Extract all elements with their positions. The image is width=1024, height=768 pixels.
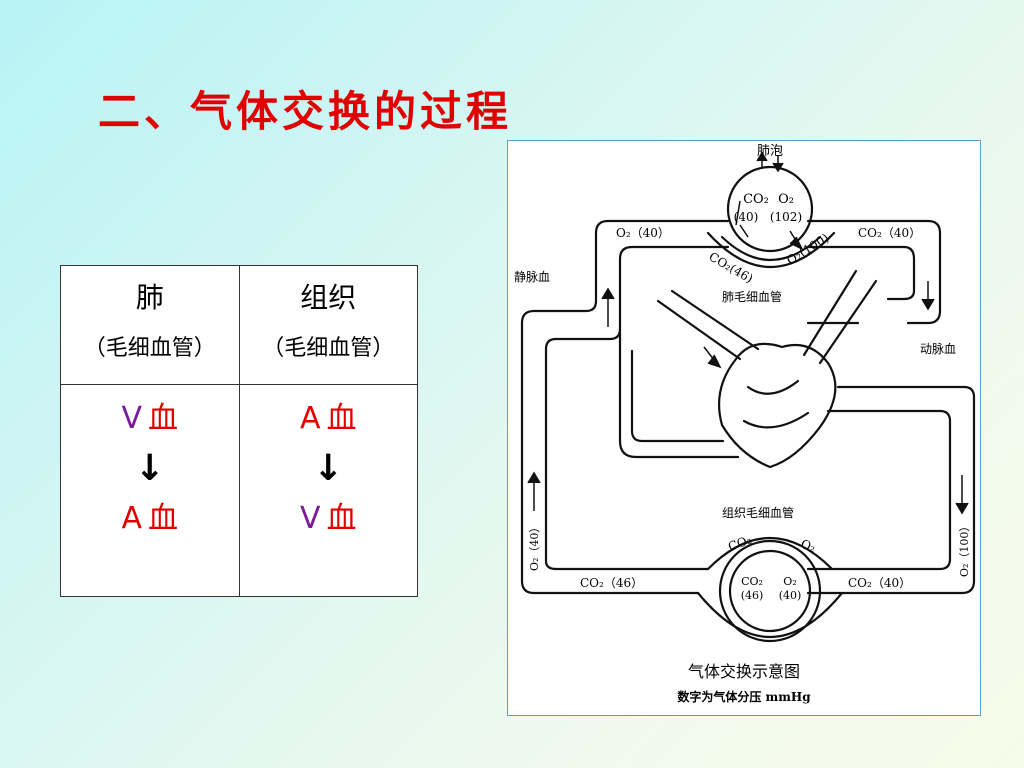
outer-vessel-outline [606,219,942,325]
lung-header: 肺 [135,281,164,314]
tissue-co2-num: (46) [741,589,764,602]
heart-inner-curve [742,379,810,429]
alveolus-o2: O₂ [778,192,794,207]
lung-to-word: 血 [148,501,179,536]
alveolus-arc-inner [720,235,822,262]
tissue-circle [718,539,822,643]
down-arrow-icon [789,230,804,251]
tissue-to-word: 血 [326,501,357,536]
bottom-left-co2: CO₂（46） [580,576,643,590]
alveolus-co2-value: (40) [734,210,759,224]
lung-to-letter: A [121,501,143,536]
right-upper-inner [806,245,916,301]
pulm-in-o2: O₂(100) [784,231,831,268]
tissue-from-word: 血 [326,401,357,436]
alveolus-co2: CO₂ [743,192,769,207]
down-arrow-icon [921,281,935,311]
down-arrow-icon [955,475,969,515]
bottom-right-co2: CO₂（40） [848,576,911,590]
tissue-header-cell: 组织 （毛细血管） [238,265,418,385]
tissue-from-letter: A [299,401,321,436]
lung-from-letter: V [121,401,143,436]
left-inner-vessel [544,245,730,571]
down-arrow-icon: ↓ [134,448,165,489]
down-arrow-icon [735,200,749,238]
alveolus-arc [706,231,836,268]
down-arrow-icon: ↓ [313,448,344,489]
arterial-co2: CO₂（40） [858,226,921,240]
down-arrow-icon [772,155,784,173]
tissue-arc-inner [706,537,834,571]
venous-o2: O₂（40） [616,226,670,240]
up-arrow-icon [601,287,615,327]
left-vessel-o2: O₂（40） [528,522,541,571]
up-arrow-icon [527,471,541,511]
tissue-subheader: （毛细血管） [262,336,395,361]
tissue-co2-value: CO₂ [741,575,763,588]
tissue-o2-arc: O₂ [799,537,818,555]
tissue-arc [696,591,844,638]
tissue-capillary-label: 组织毛细血管 [722,505,794,520]
circulation-svg: 肺泡 CO₂ O₂ (40) (102) CO₂(46) O₂(100) O₂（… [514,144,976,704]
tissue-o2-value: O₂ [783,575,796,588]
arterial-blood-label: 动脉血 [920,341,956,356]
heart-shape [718,342,837,469]
heart-vessel-left [656,289,760,361]
right-vessel-o2: O₂（100） [958,521,971,577]
down-arrow-icon [703,346,722,369]
gas-exchange-diagram: 肺泡 CO₂ O₂ (40) (102) CO₂(46) O₂(100) O₂（… [507,140,981,716]
tissue-inner-circle [728,549,812,633]
pulm-capillary-label: 肺毛细血管 [722,289,782,304]
lung-header-cell: 肺 （毛细血管） [60,265,240,385]
up-arrow-icon [756,151,768,169]
tissue-header: 组织 [300,281,357,314]
tissue-to-letter: V [299,501,321,536]
right-outer-vessel [806,385,976,595]
lower-connector [618,327,740,459]
left-upper-vessel [520,219,700,595]
diagram-note: 数字为气体分压 mmHg [677,689,811,704]
right-inner-vessel [806,409,952,571]
alveolus-o2-value: (102) [770,210,802,224]
venous-blood-label: 静脉血 [514,269,550,284]
heart-vessel-right [802,269,878,365]
slide-title: 二、气体交换的过程 [98,87,513,136]
lower-connector-inner [630,349,725,443]
diagram-caption: 气体交换示意图 [688,662,800,681]
lung-from-word: 血 [148,401,179,436]
lung-subheader: （毛细血管） [83,336,216,361]
alveolus-circle [726,165,814,253]
alveolus-label: 肺泡 [757,144,783,159]
tissue-o2-num: (40) [779,589,802,602]
